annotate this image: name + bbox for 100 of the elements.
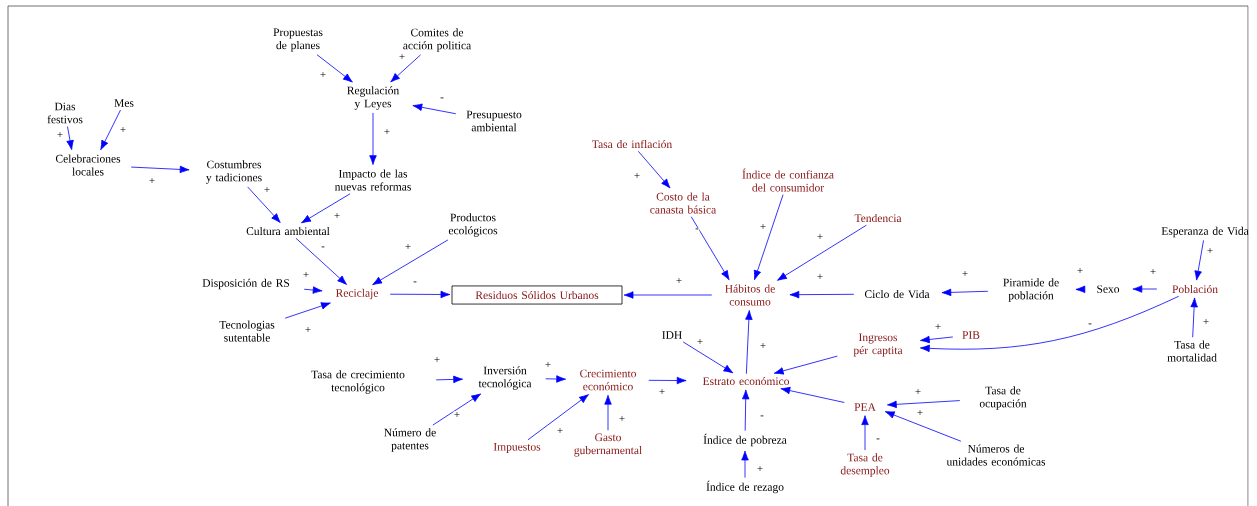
arrow (920, 335, 954, 344)
variable-label: Tasa de inflación (592, 139, 672, 149)
arrow (435, 375, 463, 384)
variable-label: Tecnologias sutentable (219, 320, 275, 342)
variable-label: Impacto de las nuevas reformas (334, 169, 411, 191)
variable-label: Gasto gubernamental (574, 433, 642, 457)
variable-label: Esperanza de Vida (1161, 226, 1249, 238)
arrow (247, 186, 281, 223)
stock-box: Residuos Sólidos Urbanos (451, 285, 623, 305)
polarity-label: + (816, 273, 824, 281)
polarity-label: + (916, 409, 924, 417)
polarity-label: + (618, 415, 626, 423)
variable-label: Propuestas de planes (273, 28, 323, 52)
variable-label: Celebraciones locales (55, 154, 121, 176)
polarity-label: + (759, 342, 767, 350)
polarity-label: + (1076, 267, 1084, 275)
variable-label: Población (1172, 284, 1218, 294)
arrow (303, 286, 323, 294)
arrow (545, 375, 566, 383)
polarity-label: + (1149, 268, 1157, 276)
variable-label: Índice de rezago (706, 480, 784, 494)
polarity-label: + (961, 270, 969, 278)
arrow (780, 386, 845, 403)
polarity-label: + (333, 212, 341, 220)
variable-label: Tasa de mortalidad (1167, 340, 1217, 362)
polarity-label: + (675, 277, 683, 285)
arrow (777, 224, 867, 281)
variable-label: Productos ecológicos (448, 213, 498, 237)
arrow (604, 394, 612, 431)
polarity-label: + (404, 243, 412, 251)
polarity-label: + (433, 356, 441, 364)
variable-label: Índice de confianza del consumidor (742, 168, 834, 192)
variable-label: Sexo (1097, 285, 1120, 293)
variable-label: Presupuesto ambiental (466, 110, 522, 132)
variable-label: Disposición de RS (202, 278, 290, 290)
arrow (316, 54, 353, 83)
polarity-label: + (556, 427, 564, 435)
arrow (66, 126, 74, 150)
variable-label: Piramide de población (1003, 278, 1059, 302)
polarity-label: - (320, 246, 326, 250)
polarity-label: + (319, 71, 327, 79)
polarity-label: + (383, 128, 391, 136)
arrow (1075, 285, 1086, 293)
arrow (861, 415, 869, 451)
arrow (637, 150, 671, 189)
polarity-label: - (694, 228, 700, 232)
arrow (1190, 297, 1198, 338)
arrow (284, 302, 331, 319)
arrow (884, 411, 962, 442)
polarity-label: + (304, 326, 312, 334)
arrow (648, 376, 687, 385)
polarity-label: + (453, 411, 461, 419)
arrow (773, 355, 838, 375)
variable-label: Ciclo de Vida (864, 289, 930, 299)
variable-label: PIB (962, 331, 980, 339)
variable-label: Inversión tecnológica (478, 366, 532, 390)
variable-label: Hábitos de consumo (725, 284, 775, 306)
variable-label: Regulación y Leyes (347, 86, 399, 110)
arrow (390, 54, 421, 83)
polarity-label: - (412, 281, 418, 285)
arrow (295, 237, 347, 285)
polarity-label: - (439, 97, 445, 101)
variable-label: Crecimiento económico (580, 369, 636, 391)
arrow (527, 394, 589, 441)
arrow (742, 389, 750, 432)
variable-label: Tendencia (854, 213, 902, 223)
arrow (789, 290, 855, 299)
arrow (690, 216, 730, 281)
polarity-label: - (759, 415, 765, 419)
arrow (372, 239, 449, 286)
variable-label: Estrato económico (702, 376, 789, 386)
polarity-label: + (56, 131, 64, 139)
variable-label: Ingresos pér captita (853, 333, 903, 357)
polarity-label: + (148, 177, 156, 185)
arrow (623, 291, 713, 299)
variable-label: Tasa de crecimiento tecnológico (311, 370, 405, 394)
arrow (432, 393, 482, 426)
polarity-label: + (756, 465, 764, 473)
variable-label: Cultura ambiental (246, 226, 330, 236)
polarity-label: + (398, 53, 406, 61)
variable-label: Tasa de ocupación (979, 386, 1027, 410)
arrow (682, 341, 734, 374)
variable-label: Mes (114, 99, 134, 107)
polarity-label: + (544, 361, 552, 369)
variable-label: Número de patentes (384, 428, 436, 452)
polarity-label: + (658, 388, 666, 396)
polarity-label: + (1202, 318, 1210, 326)
arrow (753, 194, 784, 281)
polarity-label: + (1206, 247, 1214, 255)
polarity-label: + (914, 388, 922, 396)
polarity-label: + (934, 323, 942, 331)
arrow (887, 400, 961, 409)
arrow (1132, 285, 1158, 293)
variable-label: Números de unidades económicas (946, 444, 1046, 466)
variable-label: PEA (854, 403, 876, 411)
arrow (920, 295, 1180, 353)
variable-label: Impuestos (493, 443, 541, 453)
polarity-label: + (759, 223, 767, 231)
variable-label: Costo de la canasta básica (650, 192, 717, 214)
variable-label: Costumbres y tadiciones (206, 160, 262, 184)
